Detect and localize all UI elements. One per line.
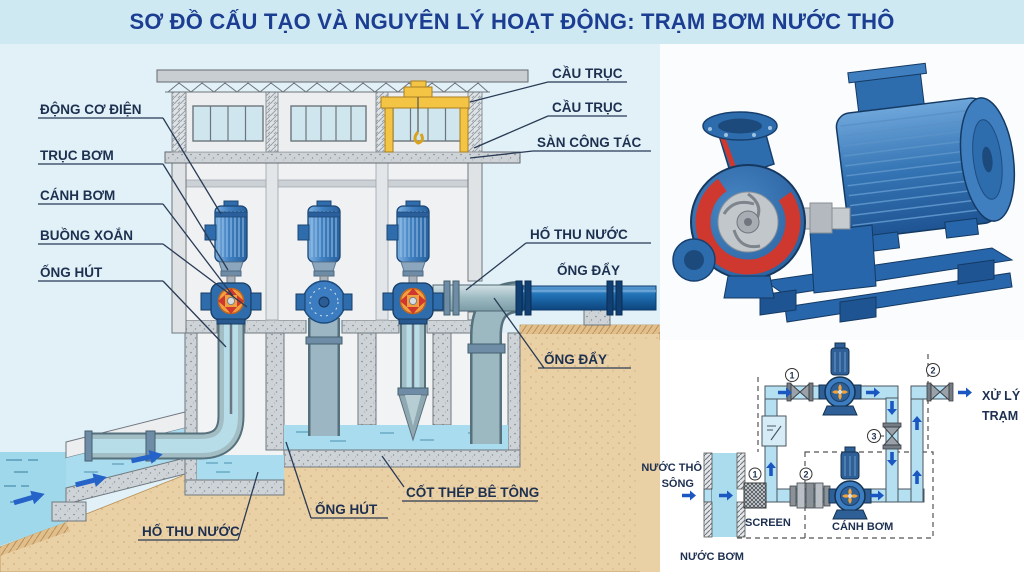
- label-reinforced-concrete: CỐT THÉP BÊ TÔNG: [406, 485, 539, 500]
- pipe-coupling: 2: [789, 467, 831, 509]
- label-pump-shaft: TRỤC BƠM: [40, 148, 114, 163]
- label-raw-water-line1: NƯỚC THÔ: [641, 461, 702, 474]
- title-bar: SƠ ĐỒ CẤU TẠO VÀ NGUYÊN LÝ HOẠT ĐỘNG: TR…: [0, 0, 1024, 44]
- valve-1: 1: [785, 368, 814, 402]
- ground-floor-slab: [182, 319, 485, 334]
- label-raw-water-line2: SÔNG: [662, 477, 694, 490]
- label-discharge-pipe-top: ỐNG ĐẨY: [557, 263, 620, 278]
- pump-station-cross-section: ĐỘNG CƠ ĐIỆN TRỤC BƠM CÁNH BƠM BUỒNG XOẮ…: [0, 44, 660, 572]
- valve-2: 2: [926, 363, 954, 402]
- screen-filter: 1: [743, 467, 767, 509]
- label-crane-1: CẦU TRỤC: [552, 66, 623, 81]
- label-electric-motor: ĐỘNG CƠ ĐIỆN: [40, 102, 142, 117]
- roof: [156, 69, 529, 93]
- discharge-pipe: [432, 280, 657, 326]
- centrifugal-pump-3d-illustration: [660, 44, 1024, 340]
- suction-pipe-2: [305, 318, 343, 436]
- coupling-number: 2: [803, 469, 808, 479]
- label-suction-pipe-bottom: ỐNG HÚT: [315, 502, 378, 517]
- label-pump-impeller: CÁNH BƠM: [832, 520, 893, 533]
- flow-schematic: 1 2 1 2 3: [640, 340, 1024, 572]
- label-working-floor: SÀN CÔNG TÁC: [537, 135, 642, 150]
- page-title: SƠ ĐỒ CẤU TẠO VÀ NGUYÊN LÝ HOẠT ĐỘNG: TR…: [129, 9, 895, 34]
- schematic-dashed-boundaries: [737, 354, 934, 539]
- vertical-pump-2: [295, 200, 353, 324]
- overhead-crane: [380, 80, 470, 153]
- level-tank: [761, 415, 787, 447]
- crane-hook-icon: [413, 131, 424, 145]
- valve-3: 3: [867, 422, 902, 450]
- suction-pipe-3: [397, 322, 429, 442]
- pump-casing-cutaway: [672, 111, 806, 299]
- leader-lines: [38, 81, 651, 541]
- label-crane-2: CẦU TRỤC: [552, 100, 623, 115]
- valve-3-number: 3: [871, 432, 876, 442]
- suction-pipe-1: [84, 322, 245, 462]
- screen-number: 1: [752, 469, 757, 479]
- label-discharge-pipe-bottom: ỐNG ĐẨY: [544, 352, 607, 367]
- label-treatment-line2: TRẠM: [982, 409, 1018, 423]
- label-collection-pit-bottom: HỐ THU NƯỚC: [142, 524, 240, 539]
- windows: [192, 105, 464, 142]
- working-floor-slab: [164, 151, 521, 164]
- label-suction-pipe: ỐNG HÚT: [40, 265, 103, 280]
- motor-3d: [835, 62, 1016, 253]
- valve-1-number: 1: [789, 371, 794, 381]
- label-treatment-line1: XỬ LÝ: [982, 388, 1021, 403]
- label-impeller: CÁNH BƠM: [40, 188, 115, 203]
- label-screen: SCREEN: [745, 517, 791, 529]
- label-pumped-water: NƯỚC BƠM: [680, 550, 744, 563]
- label-collection-pit-right: HỐ THU NƯỚC: [530, 227, 628, 242]
- label-volute: BUỒNG XOẮN: [40, 228, 133, 243]
- valve-2-number: 2: [930, 366, 935, 376]
- pump-house-building: [156, 69, 529, 334]
